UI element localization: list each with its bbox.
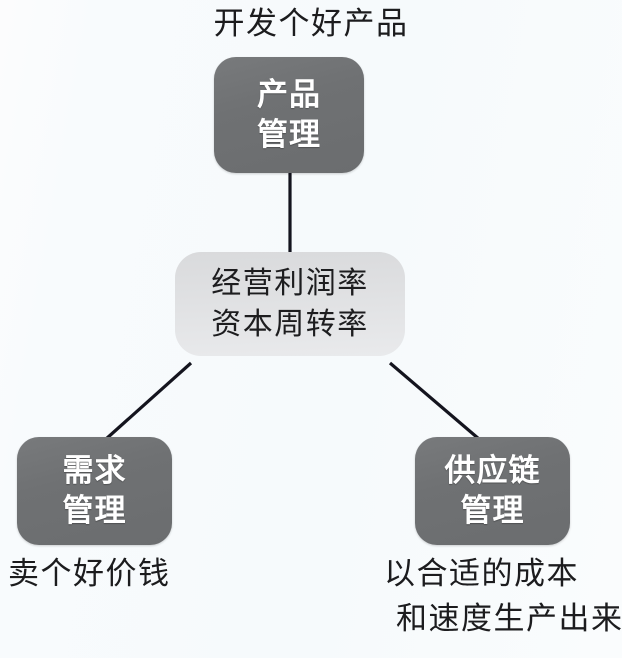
node-financial-metrics[interactable]: 经营利润率 资本周转率	[175, 252, 405, 356]
connector-metrics-to-demand	[104, 361, 193, 441]
node-product-line2: 管理	[257, 116, 321, 152]
caption-supply-line2: 和速度生产出来	[396, 600, 622, 637]
node-demand-management[interactable]: 需求 管理	[17, 437, 172, 545]
node-demand-line2: 管理	[62, 492, 127, 528]
node-product-management[interactable]: 产品 管理	[214, 57, 364, 173]
node-demand-line1: 需求	[62, 452, 127, 488]
connector-metrics-to-supply	[388, 361, 481, 441]
node-product-line1: 产品	[257, 76, 321, 112]
node-supply-chain-management[interactable]: 供应链 管理	[415, 437, 570, 545]
node-supply-line1: 供应链	[444, 452, 541, 488]
caption-supply-line1: 以合适的成本	[384, 556, 579, 592]
node-supply-line2: 管理	[460, 492, 525, 528]
caption-demand: 卖个好价钱	[8, 556, 171, 592]
caption-supply: 以合适的成本 和速度生产出来	[384, 552, 622, 642]
node-metrics-line1: 经营利润率	[211, 265, 369, 301]
caption-product: 开发个好产品	[213, 6, 409, 42]
node-metrics-line2: 资本周转率	[211, 307, 369, 342]
